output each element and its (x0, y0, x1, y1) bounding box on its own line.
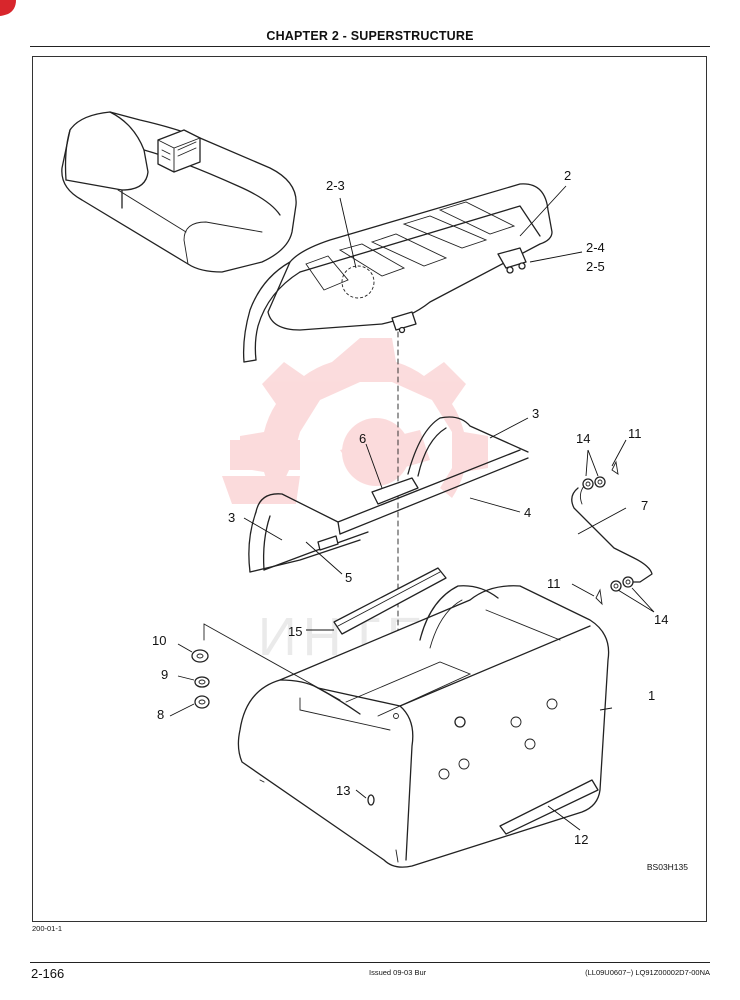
callout-2: 2 (564, 168, 571, 183)
roof-panel (242, 183, 553, 363)
callout-1: 1 (648, 688, 655, 703)
cab-base-frame (237, 585, 610, 868)
callout-15: 15 (288, 624, 302, 639)
callout-11-top: 11 (628, 426, 642, 441)
callout-4: 4 (524, 505, 531, 520)
document-code: (LL09U0607~) LQ91Z00002D7-00NA (585, 968, 710, 977)
fuse-box-icon (157, 129, 201, 173)
callout-10: 10 (152, 633, 166, 648)
callout-7: 7 (641, 498, 648, 513)
figure-id: BS03H135 (646, 862, 688, 872)
callout-11-bottom: 11 (547, 576, 561, 591)
callout-13: 13 (336, 783, 350, 798)
chapter-title: CHAPTER 2 - SUPERSTRUCTURE (266, 29, 474, 43)
figure-frame (32, 56, 707, 922)
corner-tab-mark (0, 0, 16, 16)
callout-2-4: 2-4 (586, 240, 605, 255)
callout-3-right: 3 (532, 406, 539, 421)
sealing-frame (248, 416, 529, 573)
callout-3-left: 3 (228, 510, 235, 525)
callout-2-3: 2-3 (326, 178, 345, 193)
footer-rule (30, 962, 710, 963)
callout-9: 9 (161, 667, 168, 682)
callout-14-bottom: 14 (654, 612, 668, 627)
callout-labels: 1 2 2-3 2-4 2-5 3 3 4 5 6 7 8 9 10 11 11… (152, 168, 668, 847)
callout-8: 8 (157, 707, 164, 722)
callout-6: 6 (359, 431, 366, 446)
issue-info: Issued 09-03 Bur (369, 968, 427, 977)
callout-2-5: 2-5 (586, 259, 605, 274)
callout-5: 5 (345, 570, 352, 585)
nut-washer-set (191, 623, 341, 709)
callout-14-top: 14 (576, 431, 590, 446)
watermark-gear-logo (222, 338, 488, 504)
leader-lines (169, 185, 655, 831)
cab-reference-silhouette (61, 111, 297, 273)
pipe-assembly (571, 460, 653, 606)
page-number: 2-166 (31, 966, 65, 981)
grommet (367, 794, 375, 806)
callout-12: 12 (574, 832, 588, 847)
header-rule (30, 46, 710, 47)
date-code: 200-01-1 (32, 924, 63, 933)
seal-strip (333, 567, 447, 635)
